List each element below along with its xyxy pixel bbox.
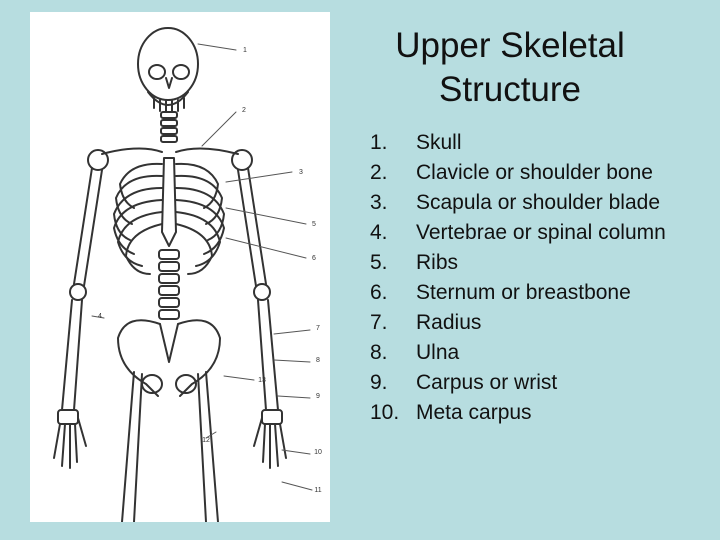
figure-label-1: 1 <box>243 47 247 54</box>
left-humerus <box>73 167 103 287</box>
right-forearm <box>257 299 279 411</box>
list-item: 1. Skull <box>370 128 710 158</box>
figure-label-2: 2 <box>242 107 246 114</box>
list-item: 8. Ulna <box>370 338 710 368</box>
list-item-text: Ulna <box>416 341 460 364</box>
right-shoulder-joint <box>231 149 253 171</box>
list-item: 5. Ribs <box>370 248 710 278</box>
list-item-number: 5. <box>370 251 388 274</box>
right-elbow <box>253 283 271 301</box>
list-item-text: Sternum or breastbone <box>416 281 631 304</box>
left-shoulder-joint <box>87 149 109 171</box>
list-item: 4. Vertebrae or spinal column <box>370 218 710 248</box>
figure-label-11: 11 <box>314 487 321 494</box>
left-elbow <box>69 283 87 301</box>
figure-label-3: 3 <box>299 169 303 176</box>
left-clavicle <box>101 147 163 155</box>
lumbar-spine <box>158 249 180 320</box>
left-femur <box>121 371 143 522</box>
left-forearm <box>61 299 83 411</box>
right-femur <box>197 371 219 522</box>
figure-label-9: 9 <box>316 393 320 400</box>
list-item-number: 2. <box>370 161 388 184</box>
list-item: 7. Radius <box>370 308 710 338</box>
figure-label-5: 5 <box>312 221 316 228</box>
skeleton-drawing: 1 2 3 4 5 6 7 8 9 10 11 12 13 <box>53 27 322 522</box>
right-humerus <box>237 167 267 287</box>
list-item: 10. Meta carpus <box>370 398 710 428</box>
list-item-number: 3. <box>370 191 388 214</box>
list-item-number: 9. <box>370 371 388 394</box>
list-item: 2. Clavicle or shoulder bone <box>370 158 710 188</box>
figure-label-7: 7 <box>316 325 320 332</box>
ribcage <box>113 162 225 275</box>
figure-label-13: 13 <box>258 377 266 384</box>
figure-label-6: 6 <box>312 255 316 262</box>
list-item-text: Scapula or shoulder blade <box>416 191 661 214</box>
figure-label-8: 8 <box>316 357 320 364</box>
list-item-text: Skull <box>416 131 462 154</box>
skull <box>137 27 199 113</box>
list-item: 6. Sternum or breastbone <box>370 278 710 308</box>
list-item-text: Meta carpus <box>416 401 532 424</box>
skeleton-figure: 1 2 3 4 5 6 7 8 9 10 11 12 13 <box>30 12 330 522</box>
leader-lines <box>91 43 313 491</box>
list-item-number: 7. <box>370 311 388 334</box>
slide-title: Upper Skeletal Structure <box>360 24 660 112</box>
list-item-text: Clavicle or shoulder bone <box>416 161 653 184</box>
title-line-2: Structure <box>439 70 581 109</box>
bone-list: 1. Skull 2. Clavicle or shoulder bone 3. Sc… <box>370 128 710 428</box>
figure-label-12: 12 <box>202 437 210 444</box>
list-item-number: 1. <box>370 131 388 154</box>
list-item-number: 4. <box>370 221 388 244</box>
list-item: 3. Scapula or shoulder blade <box>370 188 710 218</box>
list-item-text: Vertebrae or spinal column <box>416 221 666 244</box>
right-clavicle <box>175 147 239 155</box>
list-item-number: 6. <box>370 281 388 304</box>
figure-label-10: 10 <box>314 449 322 456</box>
figure-label-4: 4 <box>98 313 102 320</box>
left-hand <box>53 409 87 469</box>
cervical-spine <box>160 111 178 143</box>
title-line-1: Upper Skeletal <box>395 26 625 65</box>
list-item: 9. Carpus or wrist <box>370 368 710 398</box>
list-item-number: 10. <box>370 401 400 424</box>
right-hand <box>253 409 287 469</box>
list-item-text: Carpus or wrist <box>416 371 558 394</box>
list-item-number: 8. <box>370 341 388 364</box>
pelvis <box>117 319 221 397</box>
sternum <box>161 157 177 247</box>
list-item-text: Radius <box>416 311 482 334</box>
list-item-text: Ribs <box>416 251 459 274</box>
